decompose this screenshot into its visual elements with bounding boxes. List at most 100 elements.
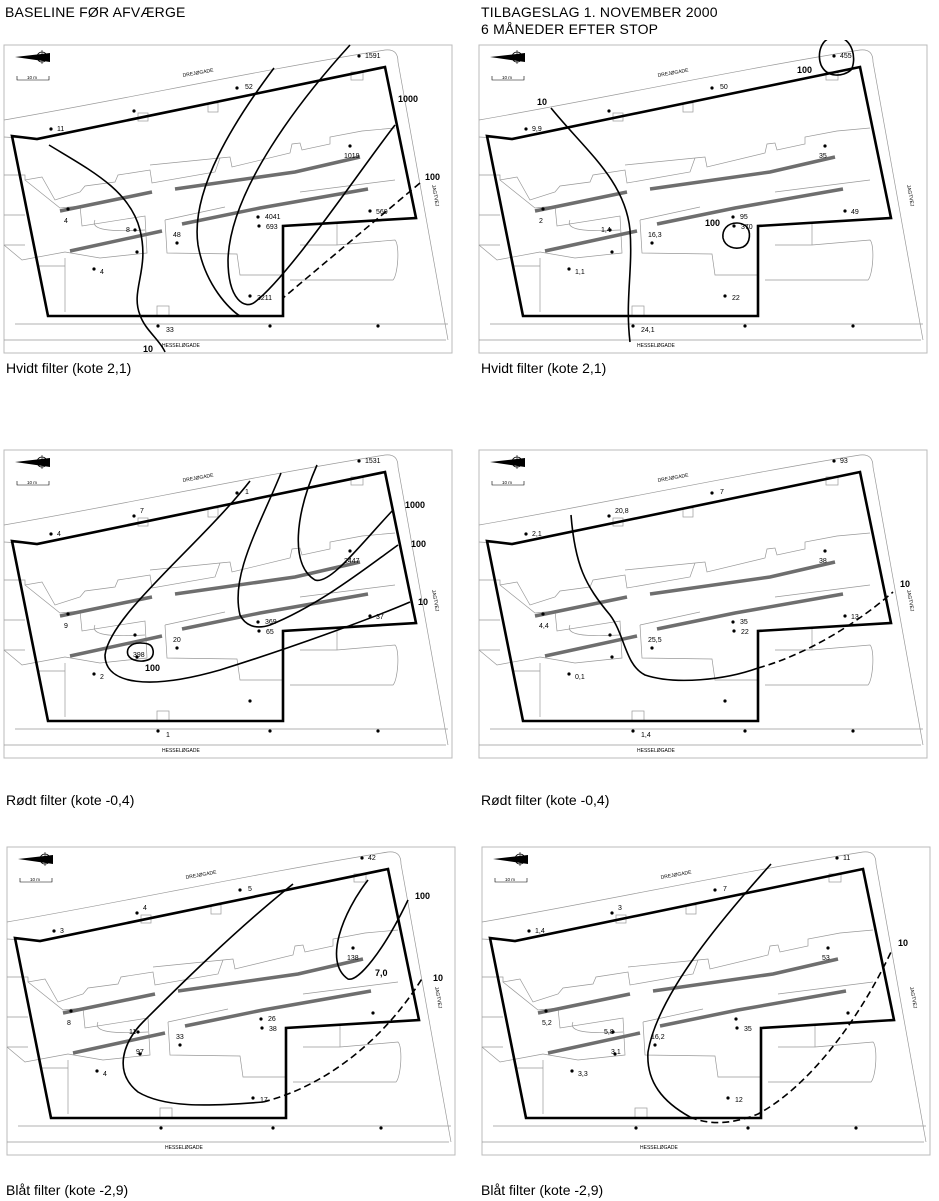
remediation-area-boundary — [485, 470, 893, 723]
concentration-contour-dashed — [262, 976, 424, 1103]
extraction-well-bar — [656, 187, 844, 226]
monitoring-well-point — [732, 629, 736, 633]
well-concentration-label: 2 — [539, 218, 543, 225]
monitoring-well-point — [726, 1096, 730, 1100]
extraction-well-bar — [534, 190, 628, 213]
remediation-area-boundary — [488, 867, 896, 1120]
well-concentration-label: 11 — [129, 1029, 136, 1036]
well-concentration-label: 2 — [100, 674, 104, 681]
building-annex — [159, 1107, 173, 1119]
well-concentration-label: 1,4 — [535, 928, 545, 935]
monitoring-well-point — [271, 1126, 275, 1130]
well-concentration-label: 4 — [64, 218, 68, 225]
monitoring-well-point — [248, 294, 252, 298]
monitoring-well-point — [650, 241, 654, 245]
monitoring-well-point — [653, 1043, 657, 1047]
monitoring-well-point — [843, 614, 847, 618]
remediation-area-boundary — [485, 65, 893, 318]
monitoring-well-point — [731, 620, 735, 624]
contour-label: 1000 — [405, 500, 425, 510]
monitoring-well-point — [49, 127, 53, 131]
extraction-well-bar — [649, 560, 836, 596]
street-label-hesselogade: HESSELØGADE — [162, 748, 200, 754]
concentration-contour-dashed — [282, 182, 421, 299]
well-concentration-label: 26 — [268, 1016, 276, 1023]
well-concentration-label: 50 — [720, 84, 728, 91]
monitoring-well-point — [846, 1011, 850, 1015]
scale-bar-label: 10 m — [27, 480, 37, 485]
monitoring-well-point — [832, 54, 836, 58]
contour-label: 10 — [537, 97, 547, 107]
monitoring-well-point — [607, 514, 611, 518]
contour-label: 10 — [433, 973, 443, 983]
concentration-contour-dashed — [757, 591, 894, 669]
scale-bar — [19, 878, 53, 883]
map-frame — [6, 846, 456, 1156]
monitoring-well-point — [136, 1030, 140, 1034]
well-concentration-label: 2,1 — [532, 531, 542, 538]
remediation-area-boundary — [13, 867, 421, 1120]
building-annex — [634, 1107, 648, 1119]
contour-label: 100 — [145, 663, 160, 673]
caption-blue-filter-baseline: Blåt filter (kote -2,9) — [6, 1182, 129, 1198]
monitoring-well-point — [634, 1126, 638, 1130]
well-concentration-label: 3 — [60, 928, 64, 935]
well-concentration-label: 22 — [732, 295, 740, 302]
street-label-drejogade: DREJØGADE — [657, 68, 689, 79]
monitoring-well-point — [235, 491, 239, 495]
monitoring-well-point — [735, 1026, 739, 1030]
monitoring-well-point — [257, 224, 261, 228]
extraction-well-bar — [649, 155, 836, 191]
extraction-well-bar — [656, 592, 844, 631]
contour-label: 100 — [411, 539, 426, 549]
contour-label: 10 — [898, 938, 908, 948]
well-concentration-label: 1591 — [365, 53, 381, 60]
concentration-contour — [550, 107, 632, 343]
well-concentration-label: 5 — [248, 886, 252, 893]
monitoring-well-point — [156, 324, 160, 328]
monitoring-well-point — [732, 224, 736, 228]
concentration-contour — [237, 472, 399, 628]
drejogade-street-edge — [478, 49, 924, 341]
monitoring-well-point — [268, 729, 272, 733]
scale-bar — [16, 76, 50, 81]
well-concentration-label: 35 — [819, 153, 827, 160]
monitoring-well-point — [348, 549, 352, 553]
hesselogade-street-edge — [479, 728, 923, 746]
well-concentration-label: 35 — [740, 619, 748, 626]
concentration-contour — [48, 144, 166, 353]
header-rebound-line1: TILBAGESLAG 1. NOVEMBER 2000 — [481, 4, 718, 20]
monitoring-well-point — [524, 532, 528, 536]
scale-bar-label: 10 m — [30, 877, 40, 882]
map-frame — [481, 846, 931, 1156]
extraction-well-bar — [177, 957, 364, 993]
well-concentration-label: 138 — [347, 955, 359, 962]
remediation-area-boundary — [10, 65, 418, 318]
monitoring-well-point — [132, 514, 136, 518]
remediation-area-boundary — [10, 470, 418, 723]
concentration-contour — [196, 67, 275, 317]
well-concentration-label: 5,2 — [542, 1020, 552, 1027]
monitoring-well-point — [260, 1026, 264, 1030]
well-concentration-label: 370 — [741, 224, 753, 231]
street-label-jagtvej: JAGTVEJ — [905, 184, 915, 207]
north-arrow-wedge — [493, 855, 528, 864]
well-concentration-label: 65 — [266, 629, 274, 636]
well-concentration-label: 693 — [266, 224, 278, 231]
monitoring-well-point — [631, 324, 635, 328]
north-arrow-icon — [15, 455, 50, 469]
caption-red-filter-baseline: Rødt filter (kote -0,4) — [6, 792, 135, 808]
monitoring-well-point — [95, 1069, 99, 1073]
well-concentration-label: 3 — [618, 905, 622, 912]
monitoring-well-point — [826, 946, 830, 950]
concentration-contour — [335, 879, 409, 980]
monitoring-well-point — [610, 250, 614, 254]
monitoring-well-point — [259, 1017, 263, 1021]
north-arrow-cross — [35, 50, 49, 64]
contour-label: 100 — [425, 172, 440, 182]
monitoring-well-point — [541, 612, 545, 616]
extraction-well-bar — [59, 190, 153, 213]
